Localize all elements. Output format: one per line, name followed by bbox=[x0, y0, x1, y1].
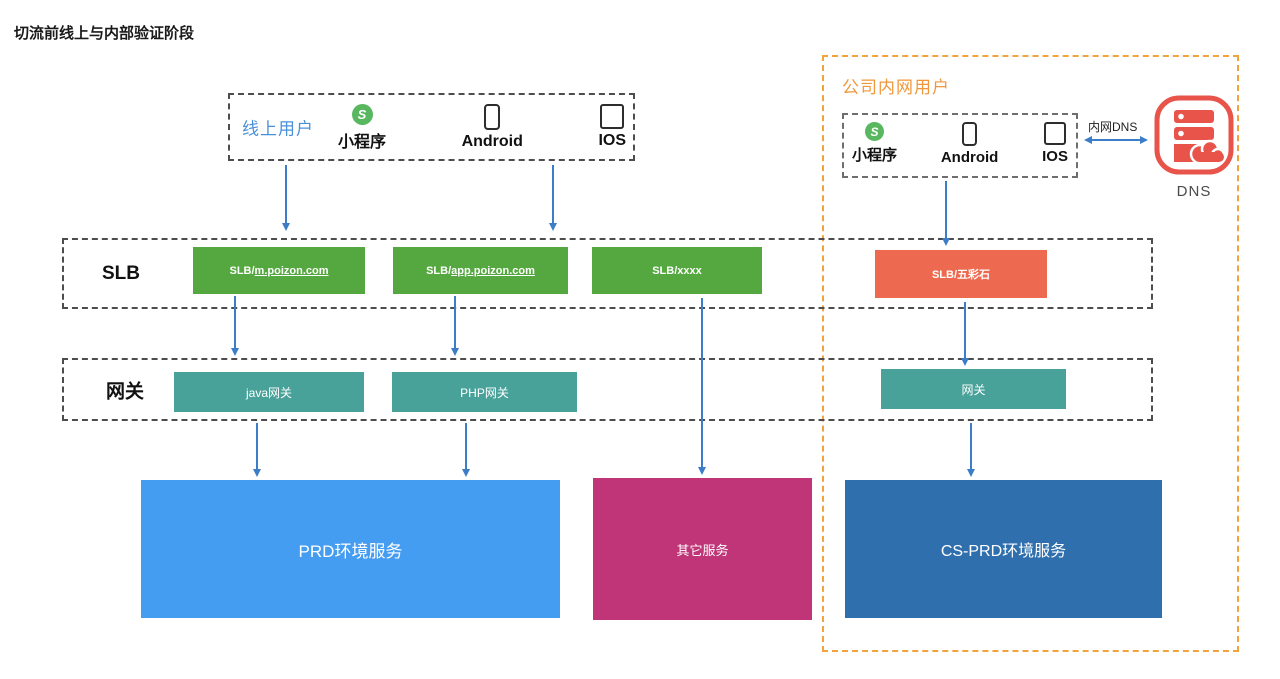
client-android: Android bbox=[940, 122, 999, 166]
service-cs-prd: CS-PRD环境服务 bbox=[845, 480, 1162, 618]
intranet-dns-label: 内网DNS bbox=[1088, 120, 1138, 134]
client-label: Android bbox=[940, 149, 999, 166]
arrow-online-to-slb-2 bbox=[549, 165, 557, 231]
gateway-node-intranet: 网关 bbox=[881, 369, 1066, 409]
client-label: IOS bbox=[598, 132, 626, 149]
service-other: 其它服务 bbox=[593, 478, 812, 620]
dns-caption: DNS bbox=[1176, 183, 1212, 200]
intranet-zone-box: 公司内网用户 bbox=[822, 55, 1239, 652]
online-clients: S 小程序 Android IOS bbox=[338, 104, 626, 152]
slb-node-xxxx: SLB/xxxx bbox=[592, 247, 762, 294]
gateway-node-php: PHP网关 bbox=[392, 372, 577, 412]
dns-icon bbox=[1154, 95, 1234, 175]
online-users-box: 线上用户 S 小程序 Android IOS bbox=[228, 93, 635, 161]
ios-tablet-icon bbox=[600, 104, 625, 129]
arrow-slb-wucaishi-to-gateway bbox=[961, 302, 969, 366]
intranet-clients: S 小程序 Android IOS bbox=[852, 122, 1068, 166]
miniprogram-icon: S bbox=[351, 104, 373, 125]
arrow-java-gateway-to-prd bbox=[253, 423, 261, 477]
slb-band: SLB SLB/m.poizon.com SLB/app.poizon.com … bbox=[62, 238, 1153, 309]
service-prd: PRD环境服务 bbox=[141, 480, 560, 618]
dns-node: DNS bbox=[1151, 94, 1237, 200]
arrow-gateway-to-cs-prd bbox=[967, 423, 975, 477]
miniprogram-icon: S bbox=[865, 122, 884, 141]
client-ios: IOS bbox=[598, 104, 626, 152]
dns-link-arrow bbox=[1084, 136, 1148, 144]
ios-tablet-icon bbox=[1044, 122, 1067, 145]
slb-node-app-poizon: SLB/app.poizon.com bbox=[393, 247, 568, 294]
client-miniprogram: S 小程序 bbox=[338, 104, 386, 152]
gateway-band: 网关 java网关 PHP网关 网关 bbox=[62, 358, 1153, 421]
client-ios: IOS bbox=[1042, 122, 1068, 166]
slb-node-m-poizon: SLB/m.poizon.com bbox=[193, 247, 365, 294]
client-miniprogram: S 小程序 bbox=[852, 122, 897, 166]
slb-band-label: SLB bbox=[102, 262, 140, 284]
arrow-slb-app-to-gateway bbox=[451, 296, 459, 356]
client-label: Android bbox=[461, 133, 523, 150]
client-label: 小程序 bbox=[852, 147, 898, 164]
arrow-php-gateway-to-prd bbox=[462, 423, 470, 477]
android-phone-icon bbox=[962, 122, 978, 146]
slb-node-wucaishi: SLB/五彩石 bbox=[875, 250, 1047, 298]
intranet-zone-label: 公司内网用户 bbox=[842, 78, 950, 97]
intranet-users-box: S 小程序 Android IOS bbox=[842, 113, 1078, 178]
arrow-intranet-to-slb bbox=[942, 181, 950, 246]
gateway-node-java: java网关 bbox=[174, 372, 364, 412]
online-users-label: 线上用户 bbox=[242, 119, 314, 139]
arrow-slb-xxxx-to-other bbox=[698, 298, 706, 475]
gateway-band-label: 网关 bbox=[106, 381, 145, 402]
android-phone-icon bbox=[484, 104, 501, 130]
page-title: 切流前线上与内部验证阶段 bbox=[14, 25, 195, 42]
arrow-online-to-slb-1 bbox=[282, 165, 290, 231]
client-label: IOS bbox=[1042, 148, 1068, 165]
client-label: 小程序 bbox=[338, 134, 387, 151]
arrow-slb-m-to-gateway bbox=[231, 296, 239, 356]
client-android: Android bbox=[462, 104, 523, 152]
